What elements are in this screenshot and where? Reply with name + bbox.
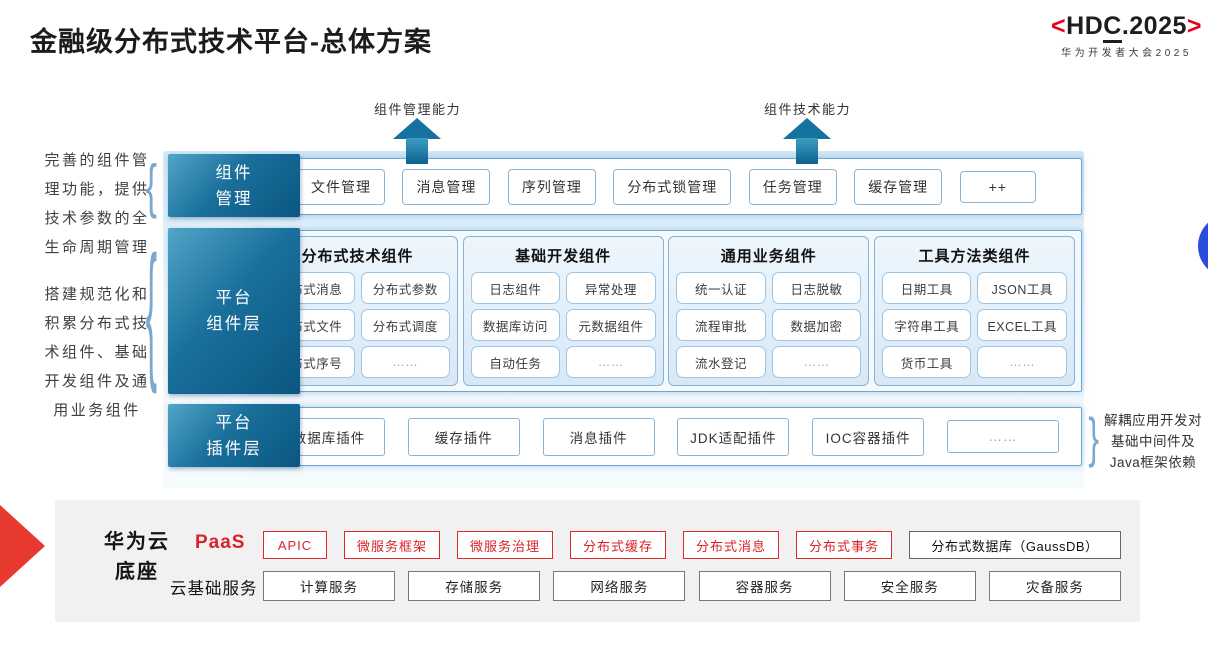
paas-service: 分布式消息 xyxy=(683,531,779,559)
plugin-item: JDK适配插件 xyxy=(677,417,790,456)
note-management: 完善的组件管理功能，提供技术参数的全生命周期管理 xyxy=(44,152,150,256)
cloud-service: 容器服务 xyxy=(698,571,831,601)
plugin-item: 消息插件 xyxy=(542,417,655,456)
right-brace-icon: } xyxy=(1088,406,1100,468)
up-arrow-stem xyxy=(796,138,818,164)
cloud-services-row: 计算服务 存储服务 网络服务 容器服务 安全服务 灾备服务 xyxy=(263,571,1121,601)
component-item-more: …… xyxy=(566,346,656,378)
component-item: 数据加密 xyxy=(771,309,862,341)
up-arrow-stem xyxy=(406,138,428,164)
group-title: 工具方法类组件 xyxy=(918,248,1031,265)
paas-database-service: 分布式数据库（GaussDB） xyxy=(909,531,1121,559)
component-item: 统一认证 xyxy=(676,272,766,304)
management-item: 缓存管理 xyxy=(854,168,943,205)
left-brace-icon: { xyxy=(145,153,157,219)
cloud-service: 网络服务 xyxy=(553,571,686,601)
note-component: 搭建规范化和积累分布式技术组件、基础开发组件及通用业务组件 xyxy=(44,286,150,419)
component-item: 自动任务 xyxy=(470,346,561,378)
component-item-more: …… xyxy=(977,346,1067,378)
management-item: 任务管理 xyxy=(748,168,837,205)
component-item: EXCEL工具 xyxy=(977,309,1067,341)
cloud-basic-services-label: 云基础服务 xyxy=(170,580,258,598)
component-item: 日志脱敏 xyxy=(771,272,862,304)
hdc-logo: <HDC.2025> 华为开发者大会2025 xyxy=(1051,12,1202,59)
plugin-item-more: …… xyxy=(946,420,1059,453)
paas-service: 分布式事务 xyxy=(796,531,892,559)
management-layer-box: 文件管理 消息管理 序列管理 分布式锁管理 任务管理 缓存管理 ++ xyxy=(250,158,1082,215)
component-item: 元数据组件 xyxy=(566,309,656,341)
page-title: 金融级分布式技术平台-总体方案 xyxy=(30,27,432,57)
management-item: 文件管理 xyxy=(297,168,385,205)
group-grid: 日期工具 JSON工具 字符串工具 EXCEL工具 货币工具 …… xyxy=(875,272,1074,385)
cloud-service: 存储服务 xyxy=(408,571,541,601)
red-arrow-icon xyxy=(0,505,45,587)
up-arrow-icon xyxy=(783,118,831,139)
component-item: 流水登记 xyxy=(676,346,766,378)
component-item: 日期工具 xyxy=(881,272,972,304)
component-item: 分布式参数 xyxy=(360,272,450,304)
management-item-more: ++ xyxy=(959,170,1036,203)
huawei-cloud-base-panel xyxy=(55,500,1140,622)
management-capability-label: 组件管理能力 xyxy=(374,102,462,117)
left-brace-icon: { xyxy=(145,226,157,396)
up-arrow-icon xyxy=(393,118,441,139)
paas-services-row: APIC 微服务框架 微服务治理 分布式缓存 分布式消息 分布式事务 分布式数据… xyxy=(263,531,1121,559)
component-item: 异常处理 xyxy=(566,272,656,304)
component-item: 流程审批 xyxy=(676,309,766,341)
component-item: 货币工具 xyxy=(881,346,972,378)
group-title: 基础开发组件 xyxy=(515,248,612,265)
group-title: 分布式技术组件 xyxy=(301,248,414,265)
hdc-logo-subtitle: 华为开发者大会2025 xyxy=(1061,48,1192,59)
blue-circle-decoration xyxy=(1198,214,1208,278)
component-item: 数据库访问 xyxy=(470,309,561,341)
cloud-service: 安全服务 xyxy=(843,571,976,601)
component-item: 日志组件 xyxy=(470,272,561,304)
management-item: 序列管理 xyxy=(507,168,596,205)
component-item: JSON工具 xyxy=(977,272,1067,304)
component-item-more: …… xyxy=(771,346,862,378)
layer-label-component: 平台 组件层 xyxy=(168,228,300,394)
note-decouple: 解耦应用开发对基础中间件及Java框架依赖 xyxy=(1104,413,1202,470)
group-title: 通用业务组件 xyxy=(720,248,817,265)
plugin-layer-box: 数据库插件 缓存插件 消息插件 JDK适配插件 IOC容器插件 …… xyxy=(250,407,1082,466)
technical-capability-label: 组件技术能力 xyxy=(764,102,852,117)
group-grid: 日志组件 异常处理 数据库访问 元数据组件 自动任务 …… xyxy=(464,272,663,385)
paas-service: 微服务治理 xyxy=(457,531,553,559)
paas-service: 微服务框架 xyxy=(344,531,440,559)
paas-service: 分布式缓存 xyxy=(570,531,666,559)
cloud-service: 计算服务 xyxy=(263,571,395,601)
plugin-item: 缓存插件 xyxy=(407,417,520,456)
logo-right-bracket-icon: > xyxy=(1186,12,1202,40)
group-grid: 统一认证 日志脱敏 流程审批 数据加密 流水登记 …… xyxy=(669,272,868,385)
group-common-business: 通用业务组件 统一认证 日志脱敏 流程审批 数据加密 流水登记 …… xyxy=(668,236,870,386)
component-item-more: …… xyxy=(360,346,450,378)
paas-label: PaaS xyxy=(195,532,246,553)
layer-label-management: 组件 管理 xyxy=(168,154,300,217)
logo-left-bracket-icon: < xyxy=(1051,12,1067,40)
component-item: 字符串工具 xyxy=(881,309,972,341)
plugin-item: IOC容器插件 xyxy=(812,417,925,456)
cloud-service: 灾备服务 xyxy=(988,571,1121,601)
component-item: 分布式调度 xyxy=(360,309,450,341)
management-item: 分布式锁管理 xyxy=(613,168,732,205)
hdc-logo-text: <HDC.2025> xyxy=(1051,12,1202,43)
component-layer-box: 分布式技术组件 分布式消息 分布式参数 分布式文件 分布式调度 分布式序号 ……… xyxy=(250,230,1082,392)
huawei-cloud-base-label: 华为云 底座 xyxy=(104,531,170,583)
layer-label-plugin: 平台 插件层 xyxy=(168,404,300,467)
management-item: 消息管理 xyxy=(402,168,491,205)
group-basic-dev: 基础开发组件 日志组件 异常处理 数据库访问 元数据组件 自动任务 …… xyxy=(462,236,664,386)
group-tool-methods: 工具方法类组件 日期工具 JSON工具 字符串工具 EXCEL工具 货币工具 …… xyxy=(873,236,1075,386)
paas-service: APIC xyxy=(263,531,327,559)
